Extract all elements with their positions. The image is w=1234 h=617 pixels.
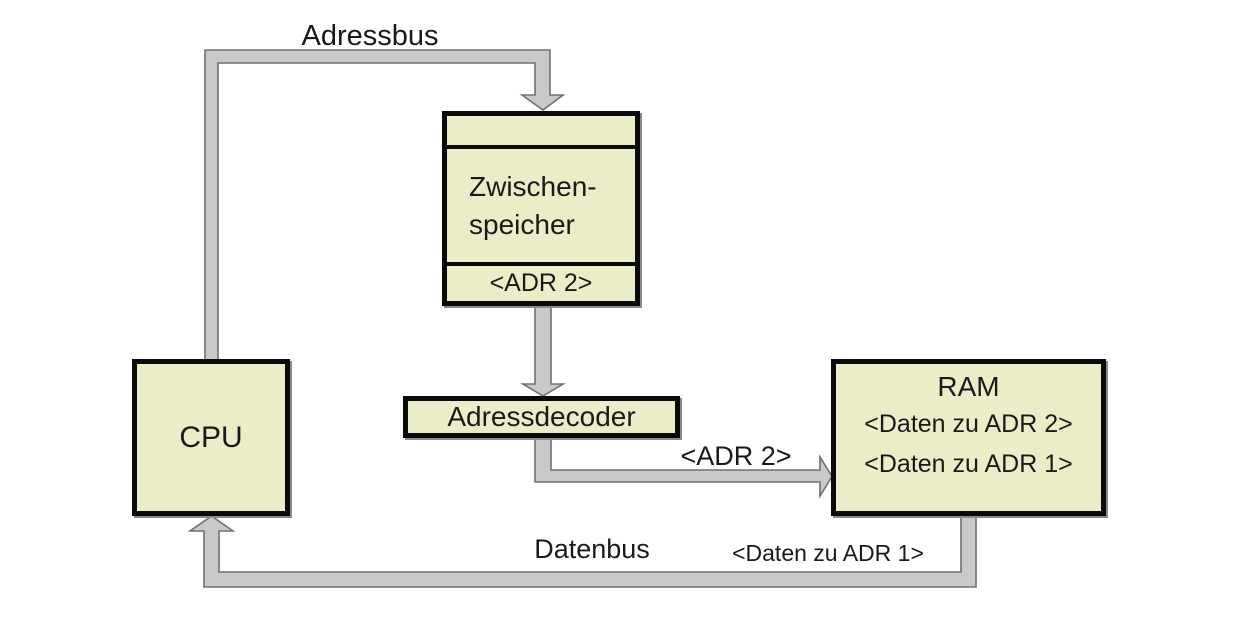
adressbus-label: Adressbus bbox=[301, 20, 439, 52]
zwischenspeicher-label-line2: speicher bbox=[469, 208, 575, 240]
zwischenspeicher-empty-slot bbox=[447, 116, 635, 149]
adressdecoder-box: Adressdecoder bbox=[403, 396, 680, 438]
zwischenspeicher-label-line1: Zwischen- bbox=[469, 170, 597, 202]
ram-label: RAM bbox=[937, 371, 1000, 402]
adr2-bus-label: <ADR 2> bbox=[680, 441, 792, 471]
daten-zu-adr1-bus-label: <Daten zu ADR 1> bbox=[732, 540, 924, 566]
buffer-to-decoder-arrow bbox=[520, 305, 566, 397]
datenbus-label: Datenbus bbox=[534, 534, 650, 564]
adressbus-arrow bbox=[204, 49, 566, 361]
zwischenspeicher-box: Zwischen- speicher <ADR 2> bbox=[442, 111, 640, 306]
zwischenspeicher-label: Zwischen- speicher bbox=[447, 149, 635, 262]
ram-row-adr2: <Daten zu ADR 2> bbox=[864, 410, 1073, 438]
zwischenspeicher-adr2-slot: <ADR 2> bbox=[447, 262, 635, 301]
ram-row-adr1: <Daten zu ADR 1> bbox=[864, 450, 1073, 478]
cpu-label: CPU bbox=[179, 420, 243, 454]
ram-box: RAM <Daten zu ADR 2> <Daten zu ADR 1> bbox=[831, 359, 1106, 516]
cpu-box: CPU bbox=[132, 359, 290, 516]
datenbus-arrow bbox=[187, 515, 977, 588]
adressdecoder-label: Adressdecoder bbox=[447, 401, 636, 432]
decoder-to-ram-arrow bbox=[534, 437, 833, 499]
